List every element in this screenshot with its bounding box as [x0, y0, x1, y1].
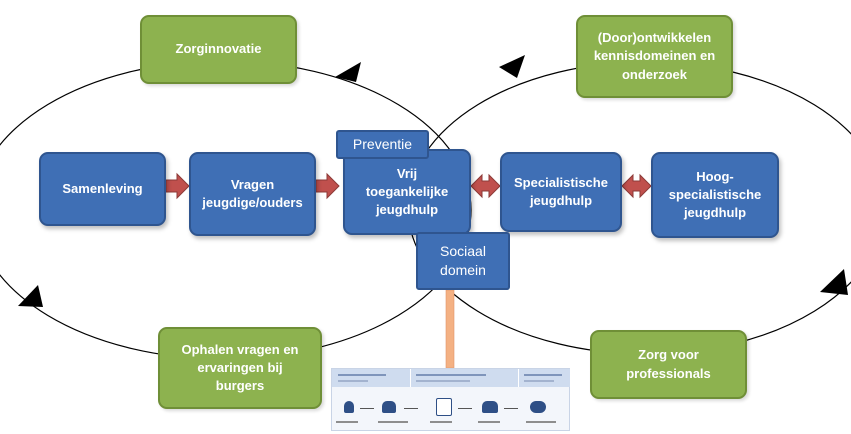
box-vrij-toegankelijk-label: Vrij toegankelijke jeugdhulp: [365, 165, 449, 218]
flow-arrow-vragen-to-vrij: [315, 172, 340, 200]
box-sociaal-domein-label: Sociaal domein: [440, 243, 486, 278]
cycle-arrowhead-left-top: [335, 62, 361, 82]
thumbnail-text-line: [338, 374, 386, 376]
cycle-arrowhead-right-bottom: [820, 269, 848, 295]
thumbnail-caption: [378, 421, 408, 423]
flow-arrow-vrij-specialistisch: [470, 173, 501, 199]
box-ophalen-vragen: Ophalen vragen en ervaringen bij burgers: [158, 327, 322, 409]
people-icon: [482, 401, 498, 413]
box-specialistische-jeugdhulp: Specialistische jeugdhulp: [500, 152, 622, 232]
connector-line: [445, 289, 455, 369]
cycle-arrowhead-left-bottom: [18, 285, 43, 307]
thumbnail-header-2: [411, 369, 519, 387]
thumbnail-arrow: [404, 408, 418, 409]
box-samenleving: Samenleving: [39, 152, 166, 226]
thumbnail-header-1: [332, 369, 411, 387]
thumbnail-text-line: [416, 380, 470, 382]
box-sociaal-domein: Sociaal domein: [416, 232, 510, 290]
box-vragen-label: Vragen jeugdige/ouders: [202, 176, 303, 210]
box-hoogspecialistische-jeugdhulp: Hoog- specialistische jeugdhulp: [651, 152, 779, 238]
document-icon: [436, 398, 452, 416]
thumbnail-text-line: [416, 374, 486, 376]
thumbnail-text-line: [338, 380, 368, 382]
thumbnail-text-line: [524, 380, 554, 382]
box-hoogspecialistisch-label: Hoog- specialistische jeugdhulp: [668, 168, 762, 221]
thumbnail-text-line: [524, 374, 562, 376]
box-door-ontwikkelen-label: (Door)ontwikkelen kennisdomeinen en onde…: [593, 30, 716, 82]
box-samenleving-label: Samenleving: [62, 180, 143, 196]
box-zorg-voor-professionals-label: Zorg voor professionals: [626, 347, 711, 381]
care-pathway-infographic-thumbnail: [331, 368, 571, 431]
thumbnail-arrow: [360, 408, 374, 409]
box-vrij-toegankelijke-jeugdhulp: Vrij toegankelijke jeugdhulp: [343, 149, 471, 235]
right-cycle-ellipse: [407, 61, 851, 355]
box-specialistisch-label: Specialistische jeugdhulp: [514, 174, 608, 208]
box-zorginnovatie-label: Zorginnovatie: [175, 41, 262, 57]
thumbnail-header-3: [519, 369, 571, 387]
box-zorginnovatie: Zorginnovatie: [140, 15, 297, 84]
person-icon: [344, 401, 354, 413]
thumbnail-caption: [336, 421, 358, 423]
cycle-arrowhead-right-top: [499, 55, 525, 78]
box-door-ontwikkelen: (Door)ontwikkelen kennisdomeinen en onde…: [576, 15, 733, 98]
thumbnail-caption: [526, 421, 556, 423]
thumbnail-arrow: [458, 408, 472, 409]
box-vragen-jeugdige-ouders: Vragen jeugdige/ouders: [189, 152, 316, 236]
box-zorg-voor-professionals: Zorg voor professionals: [590, 330, 747, 399]
thumbnail-caption: [478, 421, 500, 423]
hand-heart-icon: [530, 401, 546, 413]
thumbnail-caption: [430, 421, 452, 423]
flow-arrow-specialistisch-hoog: [621, 173, 652, 199]
box-preventie: Preventie: [336, 130, 429, 159]
box-ophalen-vragen-label: Ophalen vragen en ervaringen bij burgers: [181, 341, 299, 394]
box-preventie-label: Preventie: [352, 135, 413, 152]
thumbnail-arrow: [504, 408, 518, 409]
flow-arrow-samenleving-to-vragen: [165, 172, 190, 200]
handshake-icon: [382, 401, 396, 413]
